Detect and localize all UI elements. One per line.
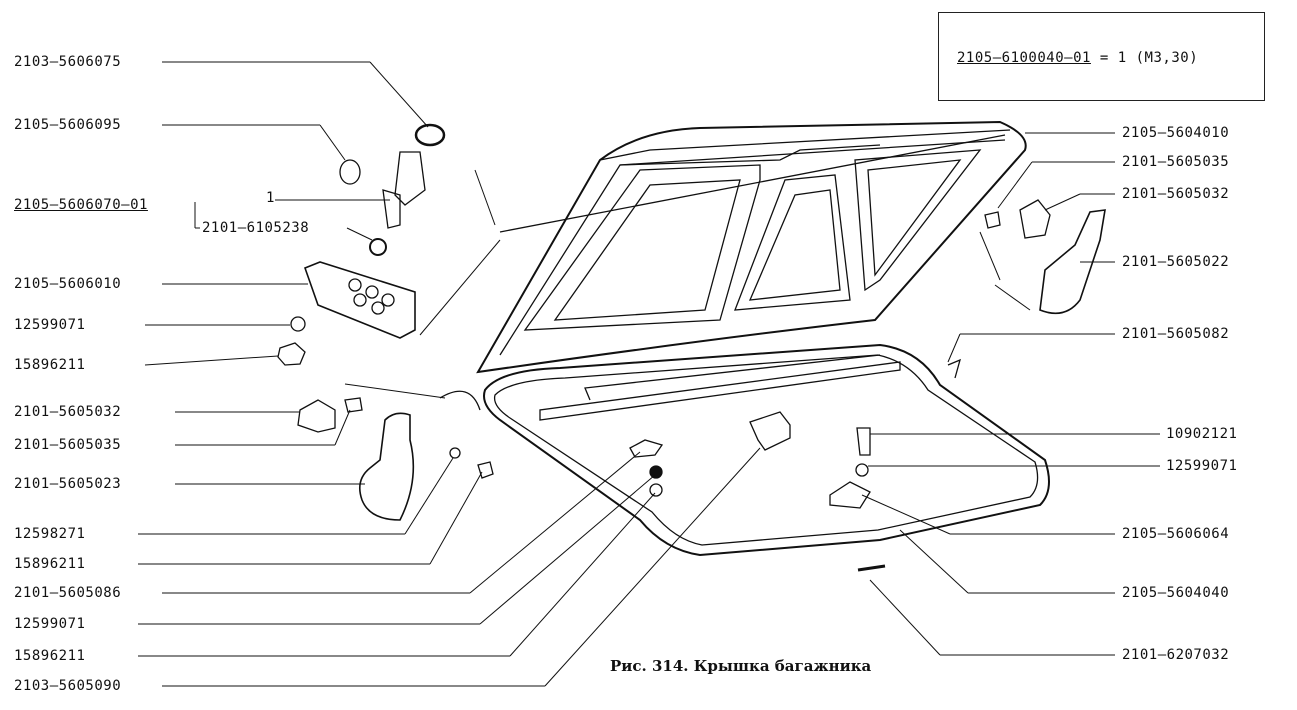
part-label: 2105–5606064 <box>1122 526 1230 542</box>
part-label: 2103–5605090 <box>14 678 122 694</box>
spec-note: (М3,30) <box>1135 50 1199 66</box>
part-label: 15896211 <box>14 556 86 572</box>
right-hinge <box>1039 209 1106 315</box>
part-label: 2103–5606075 <box>14 54 122 70</box>
part-label: 2101–5605035 <box>14 437 122 453</box>
lid-window-mid-right <box>854 149 982 292</box>
spec-equals: = <box>1099 50 1109 66</box>
left-hinge <box>359 412 415 521</box>
part-label: 2105–5606070–01 <box>14 197 148 213</box>
part-label: 2105–5604040 <box>1122 585 1230 601</box>
figure-caption: Рис. 314. Крышка багажника <box>610 657 872 675</box>
spec-quantity: 1 <box>1117 50 1127 66</box>
trunk-seal <box>483 343 1050 557</box>
part-label: 2101–5605035 <box>1122 154 1230 170</box>
lock-body <box>303 261 416 339</box>
part-label: 2105–5606010 <box>14 276 122 292</box>
trunk-lid-panel <box>476 120 1027 374</box>
part-label: 12599071 <box>1166 458 1238 474</box>
part-label: 2101–5605086 <box>14 585 122 601</box>
part-label: 15896211 <box>14 648 86 664</box>
part-label: 2101–5605032 <box>1122 186 1230 202</box>
part-label: 2101–6105238 <box>202 220 310 236</box>
part-label: 12598271 <box>14 526 86 542</box>
part-label: 2101–5605022 <box>1122 254 1230 270</box>
part-label: 2101–6207032 <box>1122 647 1230 663</box>
seal-ring <box>414 123 446 147</box>
spec-code: 2105–6100040–01 <box>957 50 1091 66</box>
part-label: 15896211 <box>14 357 86 373</box>
bushing <box>339 159 361 185</box>
lid-window-left <box>523 164 761 331</box>
lock-cylinder <box>394 151 426 206</box>
part-label: 2105–5604010 <box>1122 125 1230 141</box>
part-label: 2101–5605032 <box>14 404 122 420</box>
part-label: 10902121 <box>1166 426 1238 442</box>
part-label: 2105–5606095 <box>14 117 122 133</box>
spec-box: 2105–6100040–01 = 1 (М3,30) <box>938 12 1265 101</box>
part-label: 12599071 <box>14 317 86 333</box>
part-label: 2101–5605082 <box>1122 326 1230 342</box>
spec-line: 2105–6100040–01 = 1 (М3,30) <box>957 50 1198 66</box>
part-label: 12599071 <box>14 616 86 632</box>
bolt <box>856 427 871 456</box>
part-label: 2101–5605023 <box>14 476 122 492</box>
lid-window-mid-left <box>734 174 851 311</box>
group-bracket-label: 1 <box>266 190 275 206</box>
